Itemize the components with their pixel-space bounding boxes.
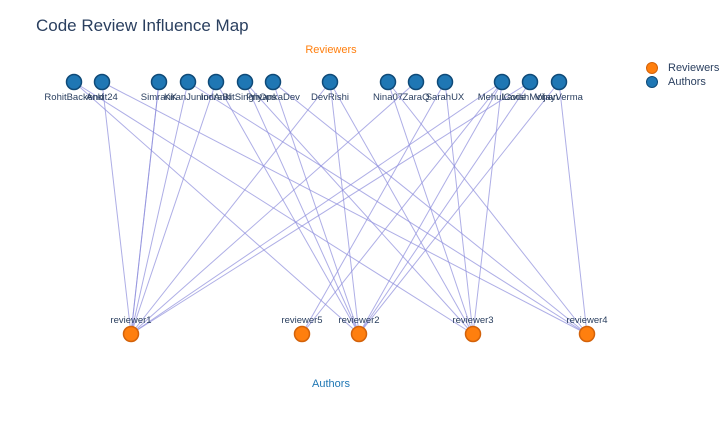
author-node-PriyankaDev[interactable] [264, 73, 282, 91]
reviewer-marker-icon [646, 62, 658, 74]
node-layer [65, 73, 596, 343]
edge-LavishMohan-reviewer2 [358, 81, 531, 335]
author-label-RohitBackend: RohitBackend [44, 92, 103, 103]
author-label-IndraBI: IndraBI [201, 92, 232, 103]
author-node-ZaraQ[interactable] [407, 73, 425, 91]
author-node-KiranJunior[interactable] [179, 73, 197, 91]
legend-label-authors: Authors [668, 76, 706, 88]
edge-AnkitSinghOps-reviewer2 [244, 81, 360, 335]
reviewer-label-reviewer3: reviewer3 [452, 315, 493, 326]
authors-annotation: Authors [312, 378, 350, 390]
edge-VijayVerma-reviewer2 [358, 81, 560, 335]
edge-DevRishi-reviewer1 [130, 81, 331, 335]
author-marker-icon [646, 76, 658, 88]
author-label-LavishMohan: LavishMohan [502, 92, 559, 103]
author-label-KiranJunior: KiranJunior [164, 92, 212, 103]
author-label-SimranK: SimranK [141, 92, 178, 103]
edge-KiranJunior-reviewer4 [187, 81, 588, 335]
author-node-SarahUX[interactable] [436, 73, 454, 91]
edge-VijayVerma-reviewer4 [558, 81, 588, 335]
reviewer-node-reviewer5[interactable] [293, 325, 311, 343]
legend: Reviewers Authors [646, 61, 719, 89]
reviewers-annotation: Reviewers [305, 44, 357, 56]
reviewer-label-reviewer4: reviewer4 [566, 315, 607, 326]
edge-IndraBI-reviewer2 [215, 81, 360, 335]
author-label-PriyankaDev: PriyankaDev [246, 92, 300, 103]
author-label-VijayVerma: VijayVerma [535, 92, 584, 103]
edge-Ankit24-reviewer1 [101, 81, 132, 335]
author-label-MehulCode: MehulCode [478, 92, 527, 103]
edge-KiranJunior-reviewer1 [130, 81, 189, 335]
author-node-Nina07[interactable] [379, 73, 397, 91]
legend-item-reviewers[interactable]: Reviewers [646, 61, 719, 75]
edge-MehulCode-reviewer5 [301, 81, 503, 335]
author-node-VijayVerma[interactable] [550, 73, 568, 91]
edge-MehulCode-reviewer3 [472, 81, 503, 335]
edge-SarahUX-reviewer5 [301, 81, 446, 335]
reviewer-node-reviewer1[interactable] [122, 325, 140, 343]
legend-item-authors[interactable]: Authors [646, 75, 719, 89]
edge-MehulCode-reviewer1 [130, 81, 503, 335]
edge-SimranK-reviewer1 [130, 81, 160, 335]
edge-MehulCode-reviewer2 [358, 81, 503, 335]
author-node-SimranK[interactable] [150, 73, 168, 91]
author-node-AnkitSinghOps[interactable] [236, 73, 254, 91]
reviewer-label-reviewer1: reviewer1 [110, 315, 151, 326]
reviewer-label-reviewer2: reviewer2 [338, 315, 379, 326]
reviewer-node-reviewer2[interactable] [350, 325, 368, 343]
diagram-title: Code Review Influence Map [36, 16, 249, 35]
author-node-IndraBI[interactable] [207, 73, 225, 91]
author-label-DevRishi: DevRishi [311, 92, 349, 103]
author-label-SarahUX: SarahUX [426, 92, 465, 103]
author-label-Ankit24: Ankit24 [86, 92, 118, 103]
edge-AnkitSinghOps-reviewer3 [244, 81, 474, 335]
reviewer-node-reviewer3[interactable] [464, 325, 482, 343]
author-label-Nina07: Nina07 [373, 92, 403, 103]
reviewer-label-reviewer5: reviewer5 [281, 315, 322, 326]
author-node-DevRishi[interactable] [321, 73, 339, 91]
author-node-RohitBackend[interactable] [65, 73, 83, 91]
author-label-ZaraQ: ZaraQ [403, 92, 430, 103]
edge-IndraBI-reviewer1 [130, 81, 217, 335]
edge-ZaraQ-reviewer1 [130, 81, 417, 335]
edge-RohitBackend-reviewer2 [73, 81, 360, 335]
author-node-Ankit24[interactable] [93, 73, 111, 91]
author-label-AnkitSinghOps: AnkitSinghOps [214, 92, 277, 103]
reviewer-node-reviewer4[interactable] [578, 325, 596, 343]
legend-label-reviewers: Reviewers [668, 62, 720, 74]
edge-DevRishi-reviewer2 [329, 81, 360, 335]
author-node-LavishMohan[interactable] [521, 73, 539, 91]
edge-layer [73, 81, 588, 335]
edge-LavishMohan-reviewer1 [130, 81, 531, 335]
author-node-MehulCode[interactable] [493, 73, 511, 91]
